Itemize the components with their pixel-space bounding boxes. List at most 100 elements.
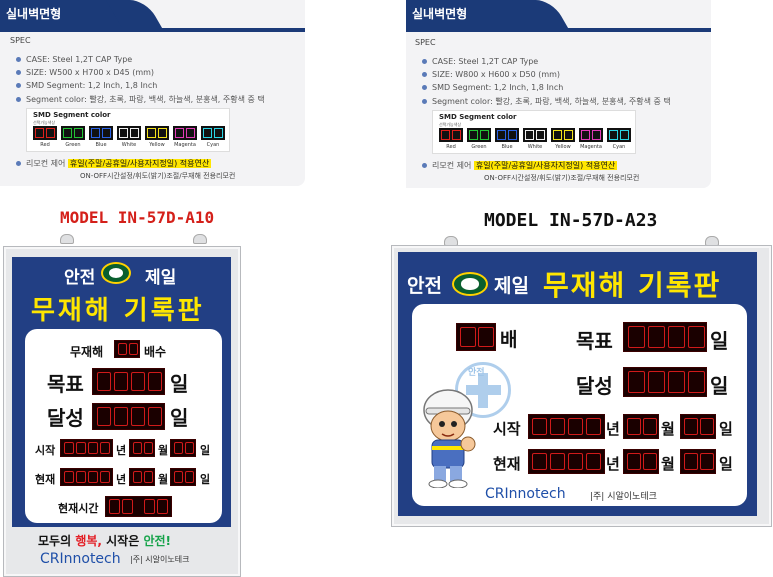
swatch-label: Blue xyxy=(501,144,513,150)
swatch-label: Red xyxy=(446,144,456,150)
led-multiplier xyxy=(114,340,140,358)
swatch-label: Magenta xyxy=(580,144,602,150)
led-now-year xyxy=(528,449,605,474)
spec-divider xyxy=(0,28,305,32)
led-goal xyxy=(623,322,707,352)
led-start-month xyxy=(623,414,659,439)
multiplier-label: 배수 xyxy=(144,345,167,359)
segment-swatch-magenta xyxy=(173,126,197,140)
spec-smd: SMD Segment: 1,2 Inch, 1,8 Inch xyxy=(16,81,157,90)
swatch-label: Green xyxy=(65,142,81,148)
brand-kr: |주| 시알이노테크 xyxy=(130,555,190,564)
smd-color-box: SMD Segment color 선택가능색상 Red Green Blue … xyxy=(432,110,636,154)
swatch-label: Green xyxy=(471,144,487,150)
bullet-icon xyxy=(16,57,21,62)
segment-swatch-red xyxy=(33,126,57,140)
model-label-a23: MODEL IN-57D-A23 xyxy=(484,210,658,231)
spec-color: Segment color: 빨강, 초록, 파랑, 백색, 하늘색, 분홍색,… xyxy=(16,94,265,105)
segment-swatch-cyan xyxy=(201,126,225,140)
smd-title: SMD Segment color xyxy=(439,113,517,121)
led-start-year xyxy=(60,439,113,457)
header-first: 제일 xyxy=(494,275,529,297)
safety-logo-icon xyxy=(452,272,488,296)
brand-logo: CRInnotech xyxy=(40,551,121,567)
board-title: 무재해 기록판 xyxy=(31,296,205,326)
header-safety: 안전 xyxy=(64,268,96,288)
segment-swatch-green xyxy=(467,128,491,142)
hang-hook-left xyxy=(60,234,74,244)
led-start-year xyxy=(528,414,605,439)
goal-unit: 일 xyxy=(170,372,189,396)
start-day-unit: 일 xyxy=(200,444,211,457)
led-achieve xyxy=(92,403,165,430)
swatch-label: White xyxy=(121,142,137,148)
led-clock xyxy=(105,496,172,517)
achieve-unit: 일 xyxy=(710,374,729,398)
remote-highlight: 휴일(주말/공휴일/사용자지정일) 적용연산 xyxy=(473,161,618,170)
now-label: 현재 xyxy=(493,455,521,473)
goal-label: 목표 xyxy=(576,329,613,353)
led-start-month xyxy=(129,439,155,457)
goal-unit: 일 xyxy=(710,329,729,353)
led-now-day xyxy=(680,449,716,474)
swatch-label: Yellow xyxy=(149,142,165,148)
remote-highlight: 휴일(주말/공휴일/사용자지정일) 적용연산 xyxy=(67,159,212,168)
swatch-label: Magenta xyxy=(174,142,196,148)
led-times xyxy=(456,323,496,351)
spec-case: CASE: Steel 1,2T CAP Type xyxy=(16,55,132,64)
segment-swatch-white xyxy=(117,126,141,140)
spec-label: SPEC xyxy=(415,38,436,47)
swatch-label: Yellow xyxy=(555,144,571,150)
now-year-unit: 년 xyxy=(606,455,620,473)
smd-subtitle: 선택가능색상 xyxy=(439,122,462,127)
smd-subtitle: 선택가능색상 xyxy=(33,120,56,125)
bullet-icon xyxy=(16,83,21,88)
start-month-unit: 월 xyxy=(158,444,169,457)
header-first: 제일 xyxy=(145,268,177,288)
spec-tab: 실내벽면형 xyxy=(0,0,134,28)
led-now-month xyxy=(623,449,659,474)
swatch-label: Cyan xyxy=(612,144,626,150)
safety-logo-icon xyxy=(101,262,131,284)
hang-hook-right xyxy=(193,234,207,244)
segment-swatch-white xyxy=(523,128,547,142)
segment-swatch-yellow xyxy=(145,126,169,140)
bullet-icon xyxy=(16,70,21,75)
bullet-icon xyxy=(422,99,427,104)
times-label: 배 xyxy=(500,329,518,351)
start-month-unit: 월 xyxy=(661,420,675,438)
safety-cross-icon xyxy=(455,362,511,418)
bullet-icon xyxy=(422,85,427,90)
achieve-label: 달성 xyxy=(47,406,84,430)
remote-control: 리모컨 제어 휴일(주말/공휴일/사용자지정일) 적용연산 xyxy=(16,158,212,169)
segment-swatch-red xyxy=(439,128,463,142)
now-year-unit: 년 xyxy=(116,473,127,486)
spec-card-1: 실내벽면형 SPEC CASE: Steel 1,2T CAP Type SIZ… xyxy=(0,0,305,186)
bullet-icon xyxy=(422,59,427,64)
brand-kr: |주| 시알이노테크 xyxy=(590,492,657,502)
spec-color: Segment color: 빨강, 초록, 파랑, 백색, 하늘색, 분홍색,… xyxy=(422,96,671,107)
spec-case: CASE: Steel 1,2T CAP Type xyxy=(422,57,538,66)
start-year-unit: 년 xyxy=(116,444,127,457)
segment-swatch-green xyxy=(61,126,85,140)
led-start-day xyxy=(680,414,716,439)
spec-smd: SMD Segment: 1,2 Inch, 1,8 Inch xyxy=(422,83,563,92)
segment-swatch-yellow xyxy=(551,128,575,142)
bullet-icon xyxy=(422,163,427,168)
remote-note: ON-OFF시간설정/휘도(밝기)조절/무재해 전용리모컨 xyxy=(484,174,640,182)
goal-label: 목표 xyxy=(47,372,84,396)
led-now-month xyxy=(129,468,155,486)
no-accident-label: 무재해 xyxy=(70,345,104,359)
bullet-icon xyxy=(422,72,427,77)
model-label-a10: MODEL IN-57D-A10 xyxy=(60,208,215,227)
segment-swatch-blue xyxy=(89,126,113,140)
swatch-label: Red xyxy=(40,142,50,148)
achieve-unit: 일 xyxy=(170,406,189,430)
led-achieve xyxy=(623,367,707,397)
spec-card-2: 실내벽면형 SPEC CASE: Steel 1,2T CAP Type SIZ… xyxy=(406,0,711,188)
led-start-day xyxy=(170,439,196,457)
segment-swatch-cyan xyxy=(607,128,631,142)
swatch-label: Blue xyxy=(95,142,107,148)
start-year-unit: 년 xyxy=(606,420,620,438)
spec-tab: 실내벽면형 xyxy=(406,0,540,28)
